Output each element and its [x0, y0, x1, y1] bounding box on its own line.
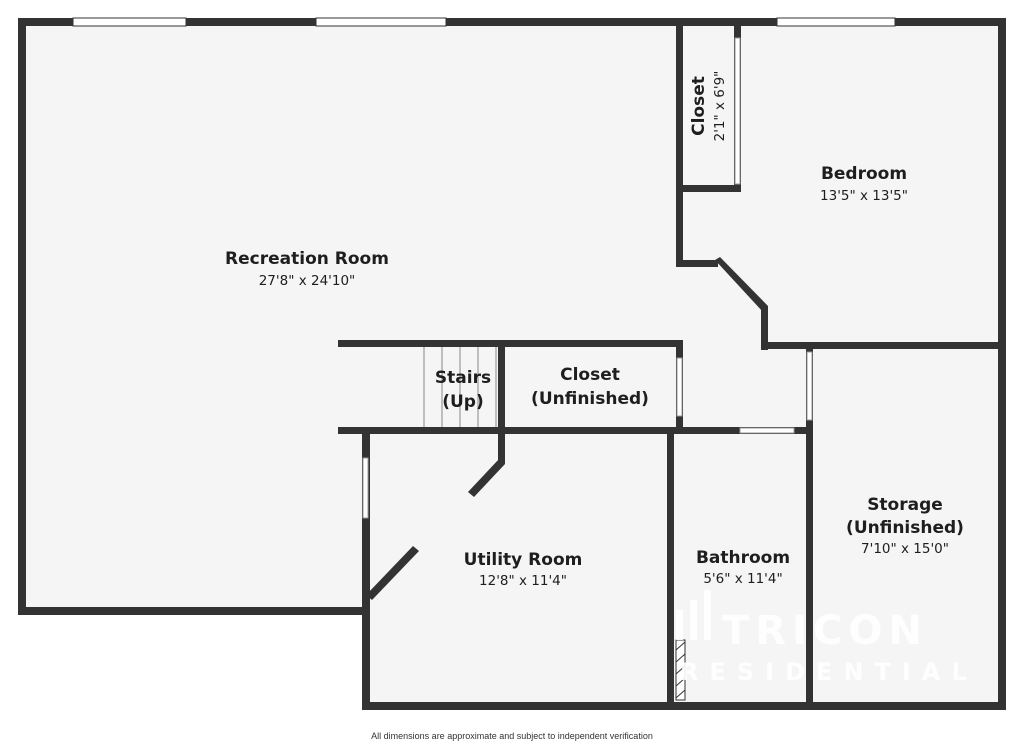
closet-top-dims: 2'1" x 6'9" [712, 71, 728, 142]
storage-status: (Unfinished) [846, 518, 964, 538]
storage-name: Storage [867, 495, 943, 515]
door-opening [806, 351, 813, 421]
closet-unfinished-status: (Unfinished) [531, 389, 649, 409]
closet-top-name: Closet [689, 76, 709, 136]
bedroom-dims: 13'5" x 13'5" [820, 188, 908, 204]
watermark-line2: RESIDENTIAL [680, 658, 978, 686]
window [315, 17, 447, 27]
walls [18, 18, 1006, 710]
door-opening [676, 357, 683, 417]
recreation-room-dims: 27'8" x 24'10" [259, 273, 356, 289]
window [72, 17, 187, 27]
windows [72, 17, 896, 27]
bedroom-name: Bedroom [821, 164, 907, 184]
floor-areas [22, 22, 1002, 705]
stairs-name: Stairs [435, 368, 491, 388]
utility-room-dims: 12'8" x 11'4" [479, 573, 567, 589]
door-opening [734, 37, 741, 185]
closet-unfinished-name: Closet [560, 365, 620, 385]
bathroom-dims: 5'6" x 11'4" [703, 571, 782, 587]
watermark-line1: TRICON [722, 608, 928, 654]
recreation-room-name: Recreation Room [225, 249, 389, 269]
room-labels: Recreation Room 27'8" x 24'10" Bedroom 1… [225, 71, 964, 589]
tricon-logo-icon [676, 590, 711, 640]
window [776, 17, 896, 27]
stairs-treads [423, 347, 497, 427]
door-opening [739, 427, 795, 434]
storage-dims: 7'10" x 15'0" [861, 541, 949, 557]
bathroom-name: Bathroom [696, 548, 790, 568]
doors [362, 37, 813, 701]
disclaimer: All dimensions are approximate and subje… [371, 731, 653, 741]
watermark: TRICON RESIDENTIAL [676, 590, 978, 686]
utility-room-name: Utility Room [464, 550, 583, 570]
door-opening [362, 457, 369, 519]
stairs-direction: (Up) [442, 392, 484, 412]
